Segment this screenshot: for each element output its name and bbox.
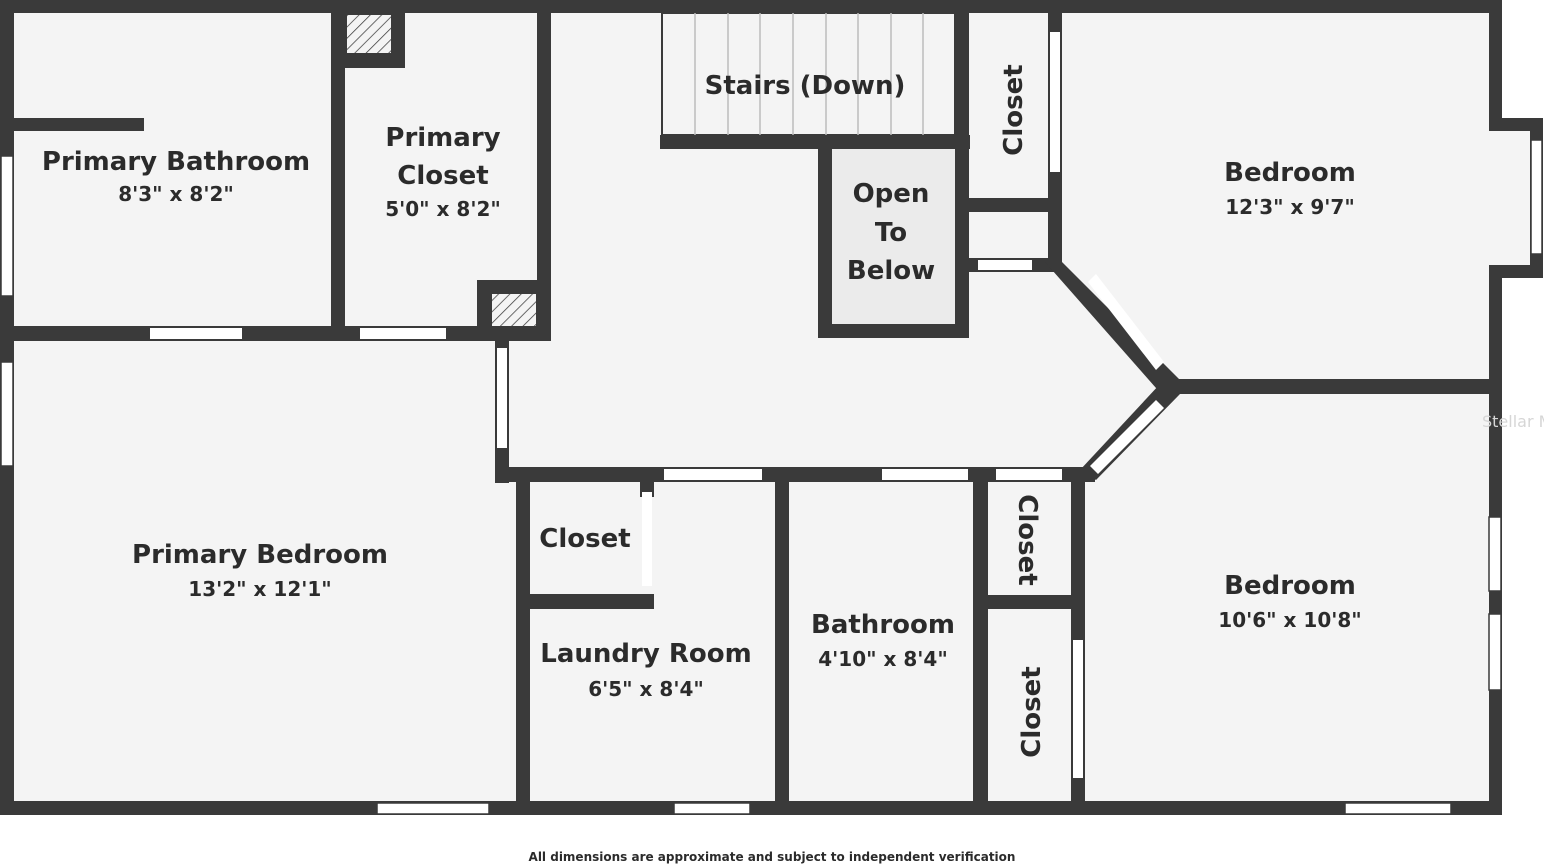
chase-hatch-bottom xyxy=(490,292,538,328)
room-primary-closet: Primary Closet 5'0" x 8'2" xyxy=(385,123,501,221)
room-name-line-3: Below xyxy=(847,256,935,286)
room-primary-bathroom: Primary Bathroom 8'3" x 8'2" xyxy=(42,147,310,206)
room-name-line-1: Open xyxy=(853,179,930,209)
room-dimensions: 5'0" x 8'2" xyxy=(385,197,501,221)
chase-hatch-top xyxy=(345,13,393,55)
room-name: Stairs (Down) xyxy=(705,71,906,101)
room-closet-bottom: Closet xyxy=(1017,666,1047,757)
room-bedroom-upper: Bedroom 12'3" x 9'7" xyxy=(1224,158,1356,219)
room-dimensions: 8'3" x 8'2" xyxy=(118,182,234,206)
room-laundry: Laundry Room 6'5" x 8'4" xyxy=(540,639,751,701)
disclaimer-text: All dimensions are approximate and subje… xyxy=(528,850,1016,864)
door-openings xyxy=(150,32,1164,778)
room-dimensions: 13'2" x 12'1" xyxy=(188,577,331,601)
room-dimensions: 12'3" x 9'7" xyxy=(1225,195,1355,219)
room-name: Closet xyxy=(1012,494,1042,585)
room-dimensions: 10'6" x 10'8" xyxy=(1218,608,1361,632)
stairs xyxy=(661,12,956,136)
room-name: Bedroom xyxy=(1224,571,1356,601)
floor-area xyxy=(6,6,1536,808)
room-name-line-2: To xyxy=(875,218,907,248)
room-primary-bedroom: Primary Bedroom 13'2" x 12'1" xyxy=(132,540,388,601)
watermark: Stellar MLS xyxy=(1482,412,1544,431)
room-name: Closet xyxy=(999,64,1029,155)
room-name: Primary Bedroom xyxy=(132,540,388,570)
room-name: Bathroom xyxy=(811,610,955,640)
room-closet-top: Closet xyxy=(999,64,1029,155)
room-dimensions: 6'5" x 8'4" xyxy=(588,677,704,701)
room-closet-middle: Closet xyxy=(1012,494,1042,585)
room-open-to-below: Open To Below xyxy=(847,179,935,286)
room-closet-laundry: Closet xyxy=(539,524,630,554)
room-bathroom: Bathroom 4'10" x 8'4" xyxy=(811,610,955,671)
room-name: Closet xyxy=(539,524,630,554)
room-name: Bedroom xyxy=(1224,158,1356,188)
room-name: Closet xyxy=(1017,666,1047,757)
room-name: Primary Bathroom xyxy=(42,147,310,177)
room-dimensions: 4'10" x 8'4" xyxy=(818,647,948,671)
room-name: Laundry Room xyxy=(540,639,751,669)
room-name-line-1: Primary xyxy=(385,123,500,153)
open-to-below-area xyxy=(832,149,955,324)
room-name-line-2: Closet xyxy=(397,161,488,191)
windows xyxy=(0,139,1543,815)
room-stairs: Stairs (Down) xyxy=(705,71,906,101)
room-bedroom-lower: Bedroom 10'6" x 10'8" xyxy=(1218,571,1361,632)
